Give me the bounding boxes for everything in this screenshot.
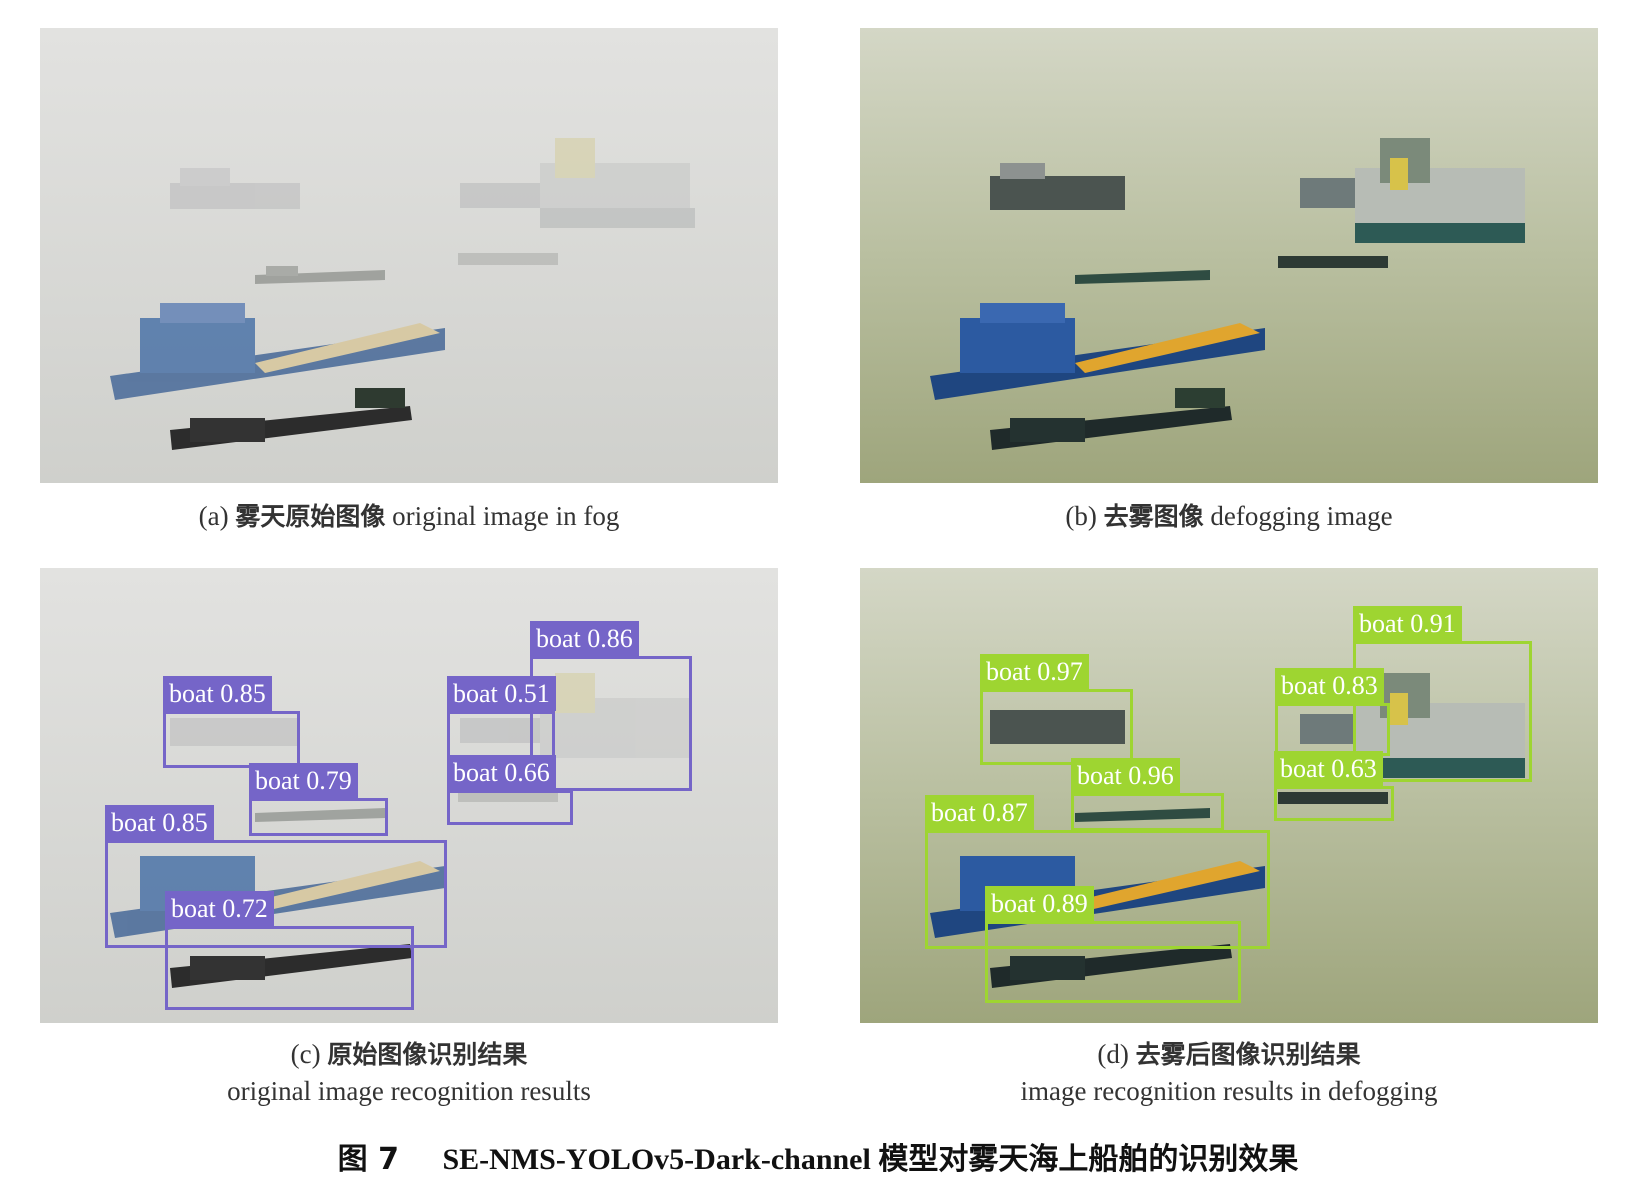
- caption-zh: 原始图像识别结果: [327, 1040, 528, 1069]
- caption-en: original image in fog: [392, 501, 620, 531]
- panel-a-original-foggy-image: [40, 28, 778, 483]
- figure-model-name: SE-NMS-YOLOv5-Dark-channel: [442, 1143, 871, 1176]
- detection-box: boat 0.91: [1353, 606, 1532, 782]
- detection-label: boat 0.89: [985, 886, 1094, 921]
- detection-label: boat 0.96: [1071, 758, 1180, 793]
- panel-b-defogged-image: [860, 28, 1598, 483]
- caption-letter: (b): [1065, 501, 1097, 531]
- figure-caption: 图 7 SE-NMS-YOLOv5-Dark-channel 模型对雾天海上船舶…: [0, 1134, 1636, 1178]
- detection-label: boat 0.91: [1353, 606, 1462, 641]
- detection-box: boat 0.85: [163, 676, 300, 768]
- detection-box: boat 0.85: [105, 805, 447, 948]
- detection-box: boat 0.63: [1274, 751, 1394, 821]
- detection-box: boat 0.66: [447, 755, 573, 825]
- detection-label: boat 0.83: [1275, 668, 1384, 703]
- caption-letter: (c): [290, 1039, 321, 1069]
- detection-box: boat 0.86: [530, 621, 692, 791]
- detection-box: boat 0.97: [980, 654, 1133, 765]
- detection-label: boat 0.85: [105, 805, 214, 840]
- caption-zh: 去雾图像: [1103, 502, 1204, 531]
- detection-label: boat 0.51: [447, 676, 556, 711]
- caption-en: image recognition results in defogging: [1020, 1076, 1438, 1106]
- caption-d: (d) 去雾后图像识别结果 image recognition results …: [860, 1036, 1598, 1109]
- caption-en: defogging image: [1210, 501, 1393, 531]
- detection-label: boat 0.66: [447, 755, 556, 790]
- caption-zh: 去雾后图像识别结果: [1135, 1040, 1361, 1069]
- detection-box: boat 0.87: [925, 795, 1270, 949]
- caption-zh: 雾天原始图像: [235, 502, 386, 531]
- detection-box: boat 0.79: [249, 763, 388, 836]
- panel-c-original-recognition: boat 0.86 boat 0.85 boat 0.51 boat 0.79 …: [40, 568, 778, 1023]
- detection-label: boat 0.86: [530, 621, 639, 656]
- detection-label: boat 0.85: [163, 676, 272, 711]
- caption-letter: (a): [198, 501, 229, 531]
- detection-label: boat 0.79: [249, 763, 358, 798]
- caption-b: (b) 去雾图像 defogging image: [860, 498, 1598, 535]
- detection-label: boat 0.63: [1274, 751, 1383, 786]
- caption-en: original image recognition results: [227, 1076, 591, 1106]
- detection-box: boat 0.72: [165, 891, 414, 1010]
- detection-box: boat 0.89: [985, 886, 1241, 1003]
- figure-number: 图 7: [337, 1142, 399, 1177]
- caption-a: (a) 雾天原始图像 original image in fog: [40, 498, 778, 535]
- caption-c: (c) 原始图像识别结果 original image recognition …: [40, 1036, 778, 1109]
- detection-box: boat 0.83: [1275, 668, 1390, 756]
- detection-box: boat 0.96: [1071, 758, 1224, 831]
- figure-description: 模型对雾天海上船舶的识别效果: [878, 1142, 1299, 1177]
- detection-label: boat 0.87: [925, 795, 1034, 830]
- detection-label: boat 0.97: [980, 654, 1089, 689]
- detection-label: boat 0.72: [165, 891, 274, 926]
- panel-d-defogged-recognition: boat 0.91 boat 0.97 boat 0.83 boat 0.96 …: [860, 568, 1598, 1023]
- caption-letter: (d): [1097, 1039, 1129, 1069]
